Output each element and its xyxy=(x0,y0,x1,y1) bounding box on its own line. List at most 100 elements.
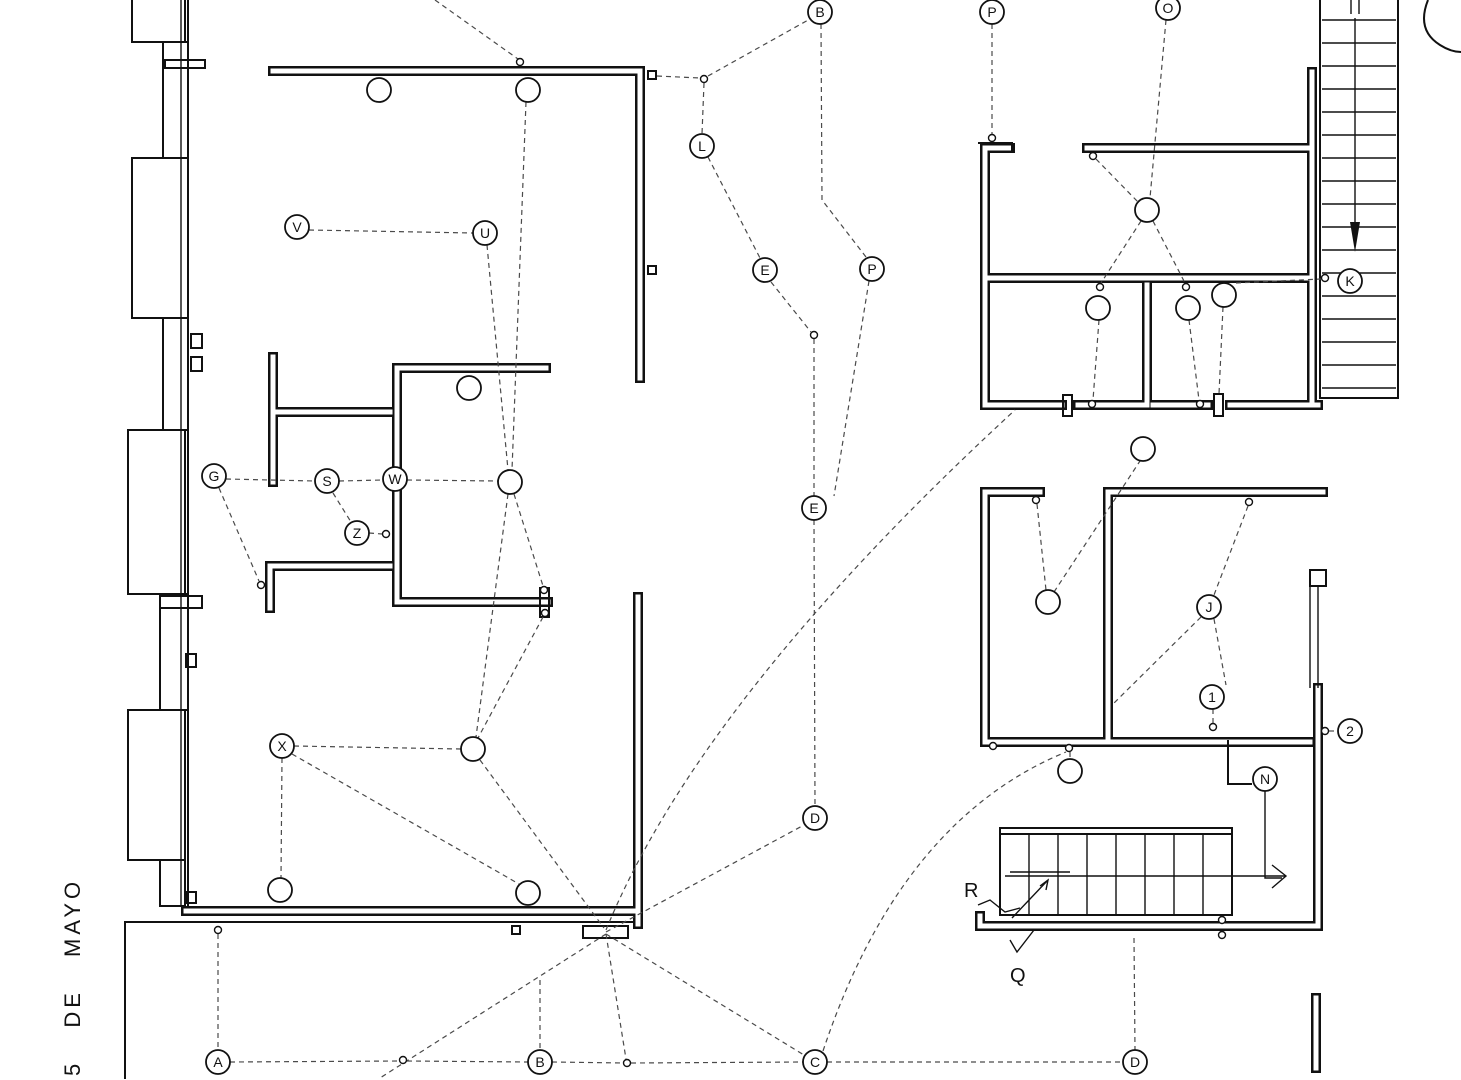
facade-pier xyxy=(159,593,189,711)
light-fixture-icon xyxy=(366,77,392,103)
junction-point xyxy=(1088,151,1098,161)
junction-point xyxy=(1087,399,1097,409)
stair-stringers xyxy=(1319,0,1399,399)
junction-point xyxy=(809,330,819,340)
circuit-line xyxy=(229,1060,400,1063)
stair-arrow-down-icon xyxy=(1350,222,1360,252)
circuit-line xyxy=(434,0,519,60)
marker-label: A xyxy=(213,1054,223,1070)
sidewalk-line xyxy=(124,921,640,1079)
circuit-line xyxy=(513,493,544,587)
circuit-line xyxy=(1095,158,1139,203)
partition-top-left-cap xyxy=(978,142,1013,153)
circuit-line xyxy=(477,616,544,739)
marker-label: D xyxy=(810,810,820,826)
circuit-line xyxy=(1152,220,1186,284)
marker-label: 2 xyxy=(1346,723,1354,739)
marker-label: O xyxy=(1163,0,1174,16)
marker-p-top: P xyxy=(979,0,1005,25)
circuit-line xyxy=(833,280,870,497)
marker-label: D xyxy=(1130,1054,1140,1070)
marker-label: E xyxy=(809,500,818,516)
marker-label: X xyxy=(277,738,287,754)
circuit-line xyxy=(707,18,811,77)
marker-label: E xyxy=(760,262,769,278)
marker-g: G xyxy=(201,463,227,489)
circuit-line xyxy=(822,751,1067,1052)
circuit-line xyxy=(1149,19,1167,199)
light-fixture-icon xyxy=(515,77,541,103)
circuit-line xyxy=(1213,505,1249,596)
circuit-line xyxy=(1053,460,1141,593)
circuit-line xyxy=(218,487,260,582)
light-fixture-icon xyxy=(456,375,482,401)
facade-window xyxy=(131,0,186,43)
marker-e-lower: E xyxy=(801,495,827,521)
marker-d-mid: D xyxy=(802,805,828,831)
facade-bracket xyxy=(190,356,203,372)
junction-point xyxy=(381,529,391,539)
marker-c: C xyxy=(802,1049,828,1075)
marker-label: C xyxy=(810,1054,820,1070)
marker-label: B xyxy=(535,1054,544,1070)
facade-bracket xyxy=(185,891,197,904)
circuit-line xyxy=(605,933,627,1060)
junction-point xyxy=(1181,282,1191,292)
circuit-line xyxy=(1100,220,1142,284)
facade-window xyxy=(127,709,186,861)
facade-bracket xyxy=(190,333,203,349)
junction-point xyxy=(1320,726,1330,736)
marker-o-top: O xyxy=(1155,0,1181,21)
circuit-line xyxy=(605,409,1016,931)
marker-x: X xyxy=(269,733,295,759)
light-fixture-icon xyxy=(1130,436,1156,462)
marker-n: N xyxy=(1252,766,1278,792)
circuit-line xyxy=(1092,319,1100,401)
junction-point xyxy=(699,74,709,84)
solid-runs xyxy=(977,740,1282,954)
marker-b-bottom: B xyxy=(527,1049,553,1075)
marker-l: L xyxy=(689,133,715,159)
junction-point xyxy=(539,585,549,595)
conduit-run-n xyxy=(1264,791,1282,879)
switch-box xyxy=(647,265,657,275)
light-fixtures xyxy=(267,77,1237,906)
switch-box xyxy=(511,925,521,935)
stair-top-marks xyxy=(1350,0,1360,14)
circuit-line xyxy=(308,229,474,234)
light-fixture-icon xyxy=(1134,197,1160,223)
stair-arrow-right-icon xyxy=(1271,864,1288,889)
junction-point xyxy=(1217,915,1227,925)
circuit-line xyxy=(291,753,520,885)
circuit-markers: B P O L V U E P K G S W Z E J 1 X 2 N D … xyxy=(201,0,1363,1075)
marker-d-bottom: D xyxy=(1122,1049,1148,1075)
light-fixture-icon xyxy=(460,736,486,762)
marker-2: 2 xyxy=(1337,718,1363,744)
junction-point xyxy=(987,133,997,143)
column-guide xyxy=(1309,586,1319,688)
staircase-lower xyxy=(999,827,1288,919)
circuit-line xyxy=(1036,503,1047,591)
junction-point xyxy=(256,580,266,590)
note-q: Q xyxy=(1010,965,1026,987)
junction-points xyxy=(213,57,1330,1068)
circuit-line xyxy=(379,933,607,1079)
marker-label: V xyxy=(292,219,302,235)
junction-point xyxy=(1217,930,1227,940)
circuit-line xyxy=(225,478,316,482)
circuit-line xyxy=(280,757,283,879)
facade-pier xyxy=(162,317,189,431)
door-bar xyxy=(582,925,629,939)
marker-z: Z xyxy=(344,520,370,546)
marker-label: Z xyxy=(353,525,362,541)
circuit-line xyxy=(486,244,509,471)
junction-point xyxy=(988,741,998,751)
street-facade xyxy=(124,0,640,1079)
stair-treads xyxy=(1028,834,1204,915)
marker-e-upper: E xyxy=(752,257,778,283)
junction-point xyxy=(1195,399,1205,409)
marker-label: 1 xyxy=(1208,689,1216,705)
circuit-line xyxy=(656,75,701,79)
marker-label: L xyxy=(698,138,706,154)
